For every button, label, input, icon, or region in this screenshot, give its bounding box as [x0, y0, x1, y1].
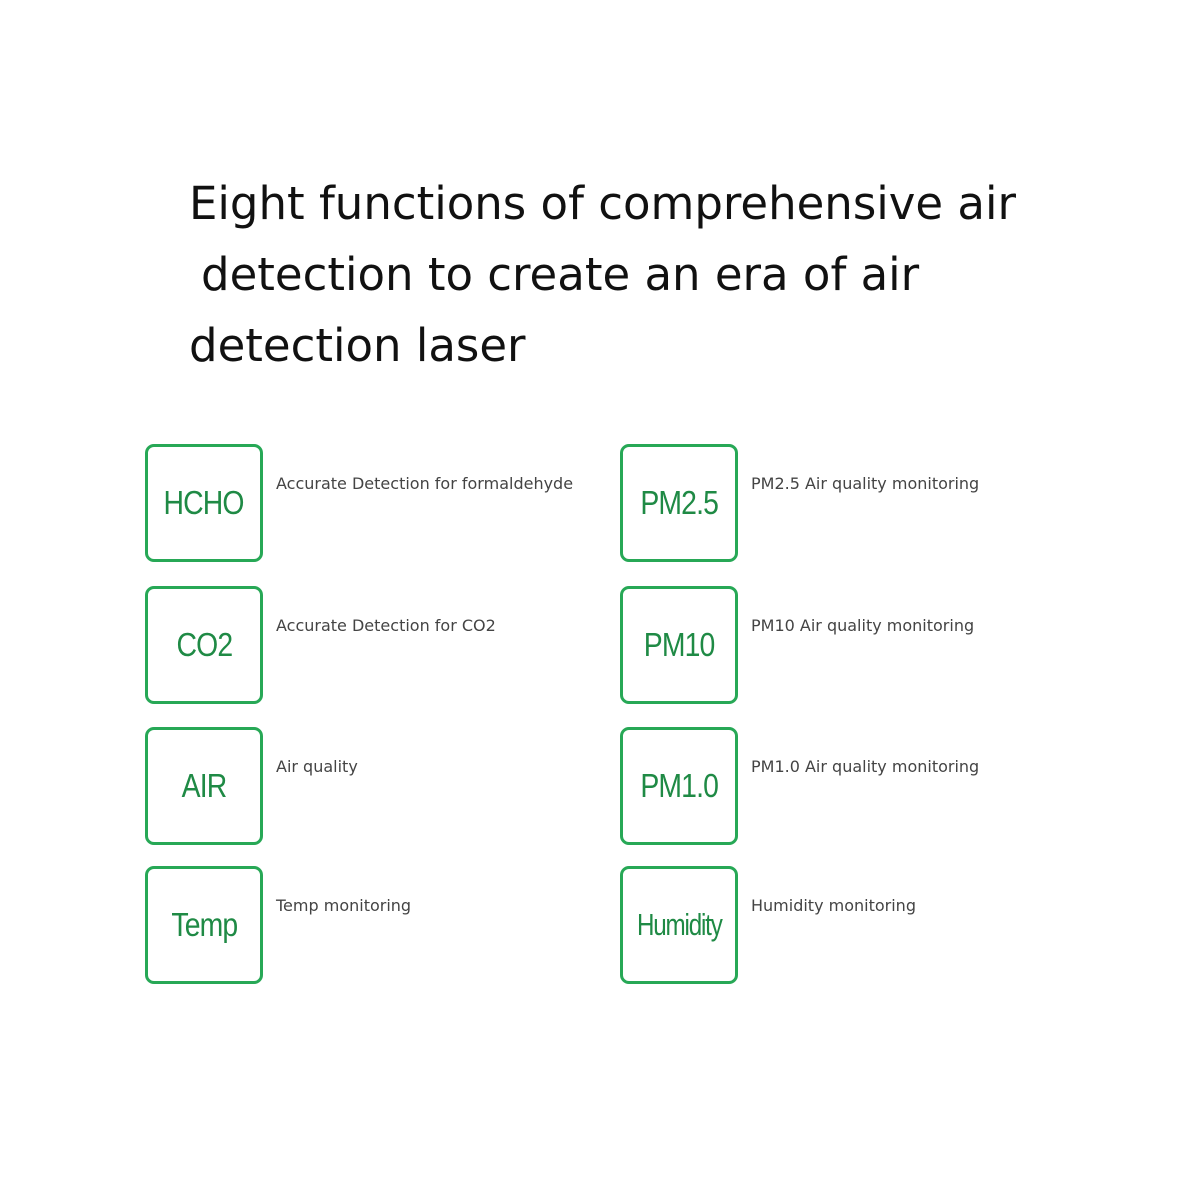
- badge-label: HCHO: [163, 484, 245, 521]
- feature-pm10: PM10 PM10 Air quality monitoring: [620, 586, 1120, 704]
- feature-hcho: HCHO Accurate Detection for formaldehyde: [145, 444, 645, 562]
- feature-pm10-small: PM1.0 PM1.0 Air quality monitoring: [620, 727, 1120, 845]
- badge-label: AIR: [181, 767, 228, 804]
- feature-pm25: PM2.5 PM2.5 Air quality monitoring: [620, 444, 1120, 562]
- feature-description: PM2.5 Air quality monitoring: [751, 474, 980, 493]
- feature-description: Accurate Detection for formaldehyde: [276, 474, 574, 493]
- temp-badge: Temp: [145, 866, 263, 984]
- feature-description: Air quality: [276, 757, 358, 776]
- feature-description: PM1.0 Air quality monitoring: [751, 757, 980, 776]
- pm10-badge: PM10: [620, 586, 738, 704]
- feature-humidity: Humidity Humidity monitoring: [620, 866, 1120, 984]
- hcho-badge: HCHO: [145, 444, 263, 562]
- feature-description: Accurate Detection for CO2: [276, 616, 496, 635]
- badge-label: PM1.0: [640, 767, 719, 804]
- headline: Eight functions of comprehensive air det…: [189, 168, 1016, 381]
- feature-description: Temp monitoring: [276, 896, 412, 915]
- pm25-badge: PM2.5: [620, 444, 738, 562]
- feature-description: Humidity monitoring: [751, 896, 916, 915]
- humidity-badge: Humidity: [620, 866, 738, 984]
- feature-temp: Temp Temp monitoring: [145, 866, 645, 984]
- headline-line-1: Eight functions of comprehensive air: [189, 177, 1016, 230]
- headline-line-3: detection laser: [189, 319, 526, 372]
- badge-label: Humidity: [636, 907, 723, 942]
- feature-air: AIR Air quality: [145, 727, 645, 845]
- badge-label: CO2: [176, 626, 233, 663]
- badge-label: PM2.5: [640, 484, 719, 521]
- feature-description: PM10 Air quality monitoring: [751, 616, 975, 635]
- feature-co2: CO2 Accurate Detection for CO2: [145, 586, 645, 704]
- headline-line-2: detection to create an era of air: [201, 248, 920, 301]
- co2-badge: CO2: [145, 586, 263, 704]
- pm1-badge: PM1.0: [620, 727, 738, 845]
- badge-label: Temp: [171, 906, 238, 943]
- air-badge: AIR: [145, 727, 263, 845]
- badge-label: PM10: [643, 626, 716, 663]
